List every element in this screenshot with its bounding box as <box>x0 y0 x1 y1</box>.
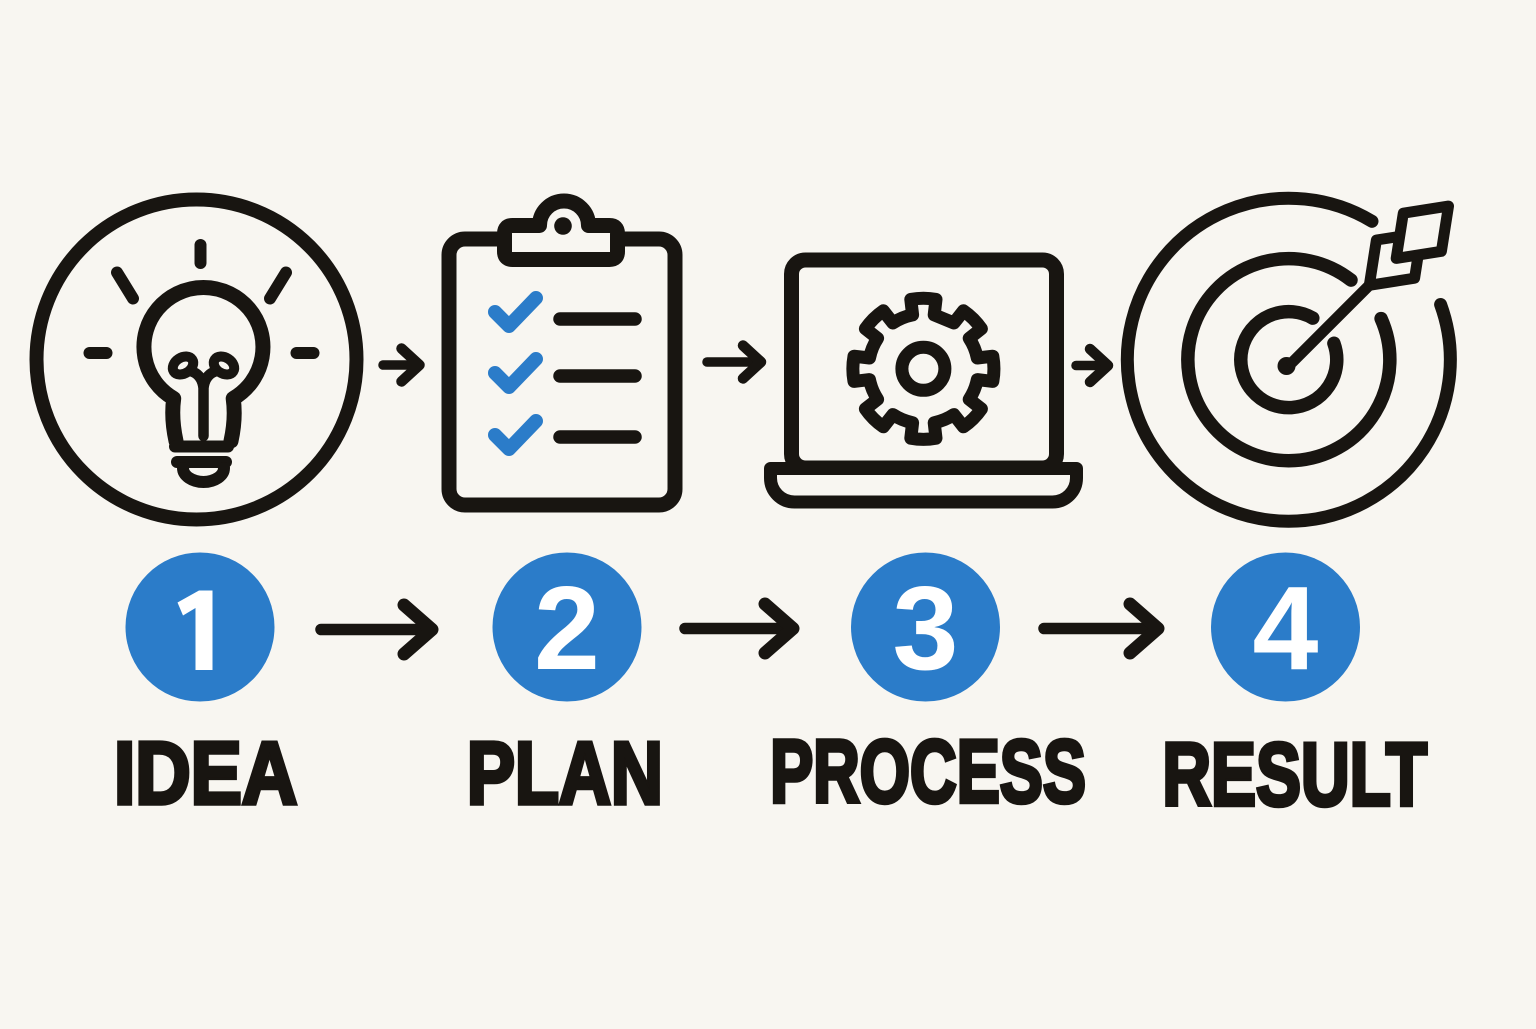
svg-text:PLAN: PLAN <box>467 725 663 823</box>
svg-text:4: 4 <box>1253 563 1319 695</box>
svg-text:PROCESS: PROCESS <box>770 721 1086 822</box>
svg-text:2: 2 <box>534 563 600 695</box>
svg-text:RESULT: RESULT <box>1162 724 1427 824</box>
svg-text:IDEA: IDEA <box>114 725 297 823</box>
svg-text:3: 3 <box>893 563 959 695</box>
